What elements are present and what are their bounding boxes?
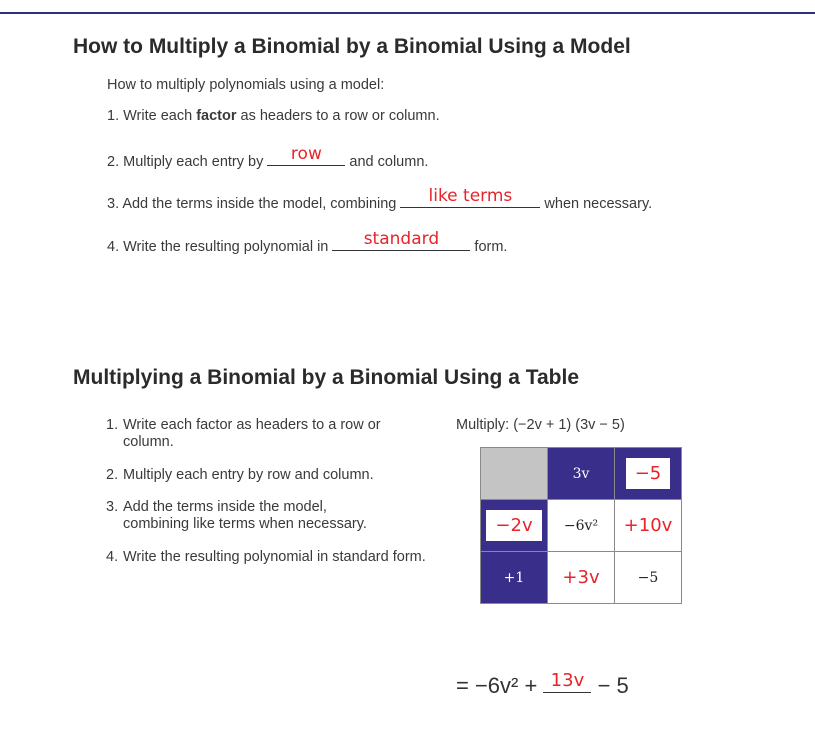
section-title-table: Multiplying a Binomial by a Binomial Usi… [73, 366, 580, 389]
model-step-2: 2. Multiply each entry by row and column… [107, 144, 429, 171]
list-item: 4. Write the resulting polynomial in sta… [106, 549, 426, 566]
step4-post: form. [470, 239, 508, 255]
list-number: 4. [106, 549, 119, 565]
step3-blank: like terms [400, 186, 541, 208]
col-header-2-text: −5 [625, 458, 671, 489]
section-title-model: How to Multiply a Binomial by a Binomial… [73, 35, 631, 58]
step2-pre: 2. Multiply each entry by [107, 154, 268, 170]
step1-post: as headers to a row or column. [236, 108, 440, 124]
result-equation: = −6v² + 13v − 5 [456, 670, 629, 699]
intro-text: How to multiply polynomials using a mode… [107, 77, 385, 93]
col-header-1: 3v [547, 447, 615, 500]
step4-answer: standard [363, 229, 440, 249]
top-divider [0, 12, 815, 14]
row-header-1: −2v [480, 499, 548, 552]
row-header-1-text: −2v [486, 510, 542, 541]
list-number: 1. [106, 417, 119, 433]
list-number: 3. [106, 499, 119, 515]
col-header-2: −5 [614, 447, 682, 500]
multiplication-table: 3v −5 −2v −6v² +10v +1 +3v −5 [480, 447, 682, 604]
row-header-2: +1 [480, 551, 548, 604]
list-item: 2. Multiply each entry by row and column… [106, 467, 426, 484]
step1-bold: factor [196, 108, 237, 124]
step4-blank: standard [332, 229, 471, 251]
cell-r2c1: +3v [547, 551, 615, 604]
list-number: 2. [106, 467, 119, 483]
step3-pre: 3. Add the terms inside the model, combi… [107, 196, 401, 212]
step2-blank: row [267, 144, 346, 166]
list-text: Write each factor as headers to a row or… [123, 417, 381, 450]
cell-r1c1: −6v² [547, 499, 615, 552]
step4-pre: 4. Write the resulting polynomial in [107, 239, 333, 255]
corner-cell [480, 447, 548, 500]
result-post: − 5 [591, 673, 629, 698]
row-header-2-text: +1 [503, 569, 525, 586]
list-text: Add the terms inside the model, combinin… [123, 499, 367, 532]
model-step-4: 4. Write the resulting polynomial in sta… [107, 229, 508, 256]
col-header-1-text: 3v [572, 465, 590, 482]
cell-r2c2: −5 [614, 551, 682, 604]
model-step-1: 1. Write each factor as headers to a row… [107, 108, 440, 125]
step1-pre: 1. Write each [107, 108, 197, 124]
list-item: 1. Write each factor as headers to a row… [106, 417, 426, 451]
step3-post: when necessary. [540, 196, 653, 212]
multiply-label: Multiply: (−2v + 1) (3v − 5) [456, 417, 625, 433]
result-answer: 13v [550, 670, 585, 691]
cell-r1c2: +10v [614, 499, 682, 552]
result-pre: = −6v² + [456, 673, 544, 698]
list-item: 3. Add the terms inside the model, combi… [106, 499, 426, 533]
model-step-3: 3. Add the terms inside the model, combi… [107, 186, 653, 213]
result-blank: 13v [543, 670, 592, 693]
step3-answer: like terms [428, 186, 513, 206]
list-text: Multiply each entry by row and column. [123, 467, 374, 483]
step2-answer: row [290, 144, 322, 164]
list-text: Write the resulting polynomial in standa… [123, 549, 426, 565]
step2-post: and column. [345, 154, 429, 170]
